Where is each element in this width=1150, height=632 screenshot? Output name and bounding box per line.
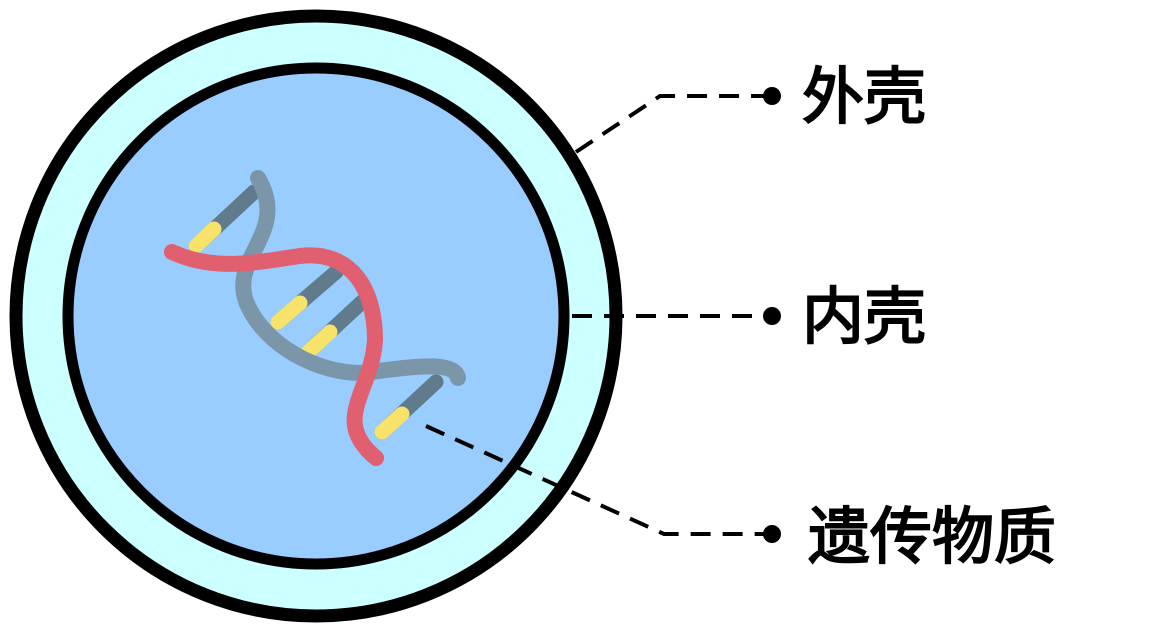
leader-dot-inner	[763, 307, 781, 325]
dna-strand-gray	[235, 170, 466, 386]
leader-dot-outer	[763, 87, 781, 105]
inner-shell-label: 内壳	[802, 280, 927, 353]
genetic-material-label: 遗传物质	[808, 500, 1057, 573]
outer-shell-label: 外壳	[802, 60, 927, 133]
leader-dot-genetic	[763, 525, 781, 543]
dna-base-pairs-yellow	[188, 221, 410, 440]
dna-strand-red	[164, 244, 384, 466]
leader-line-genetic	[425, 424, 770, 536]
leader-lines	[425, 87, 781, 543]
leader-line-outer	[574, 94, 770, 154]
dna-icon	[164, 170, 466, 466]
inner-shell	[62, 62, 570, 570]
